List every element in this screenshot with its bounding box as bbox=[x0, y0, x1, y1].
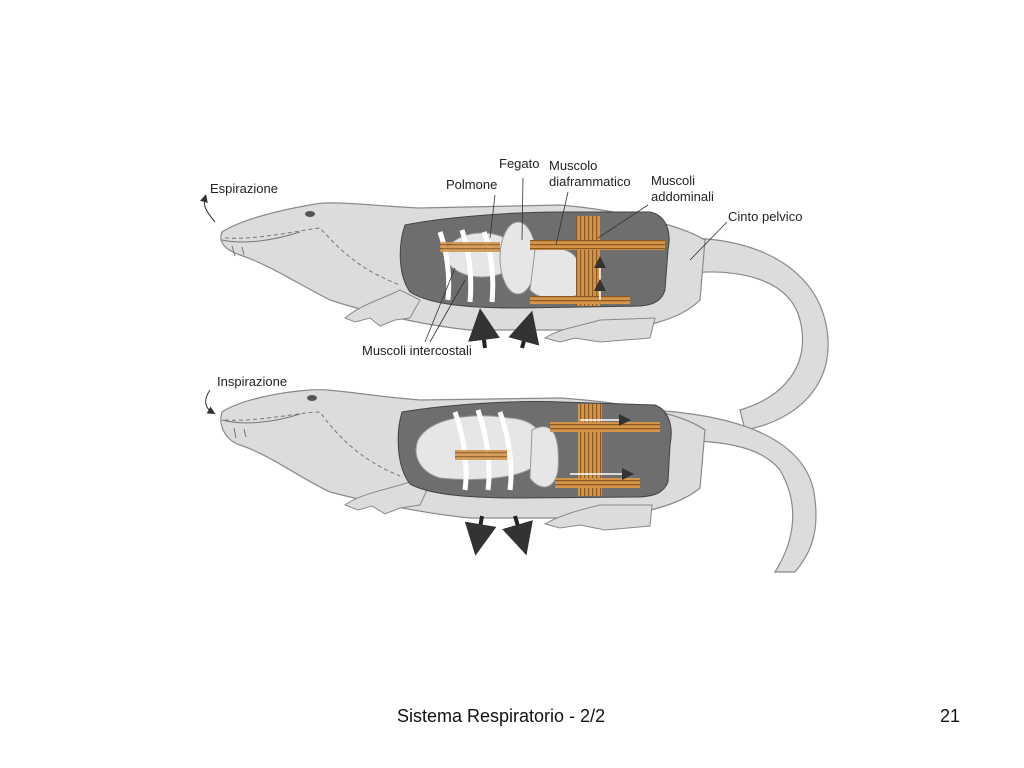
slide-page-number: 21 bbox=[940, 706, 961, 726]
label-muscoli: Muscoli bbox=[651, 173, 696, 188]
label-polmone: Polmone bbox=[446, 177, 498, 192]
inward-arrow-right bbox=[508, 310, 540, 349]
inhale-arrow bbox=[205, 389, 216, 414]
outward-arrow-right bbox=[502, 515, 533, 556]
rear-leg-lower bbox=[543, 504, 653, 531]
slide-footer-title: Sistema Respiratorio - 2/2 bbox=[397, 706, 606, 726]
inward-arrow-left bbox=[468, 308, 500, 349]
crocodile-inhalation bbox=[205, 389, 817, 573]
eye bbox=[305, 211, 315, 217]
crocodile-exhalation bbox=[200, 177, 829, 431]
liver-lower bbox=[529, 426, 559, 488]
eye bbox=[307, 395, 317, 401]
diaphragm-muscle-upper bbox=[576, 216, 600, 306]
rear-leg-upper bbox=[543, 317, 656, 343]
label-cinto-pelvico: Cinto pelvico bbox=[728, 209, 803, 224]
tail-lower bbox=[649, 409, 817, 573]
label-addominali: addominali bbox=[651, 189, 714, 204]
label-muscolo: Muscolo bbox=[549, 158, 598, 173]
lung-lower bbox=[415, 415, 544, 480]
exhale-arrow bbox=[200, 194, 216, 223]
front-leg-upper bbox=[344, 289, 421, 327]
label-inspirazione: Inspirazione bbox=[217, 374, 288, 389]
outward-arrow-left bbox=[464, 515, 497, 556]
label-fegato: Fegato bbox=[499, 156, 540, 171]
front-leg-lower bbox=[343, 481, 429, 515]
label-espirazione: Espirazione bbox=[210, 181, 278, 196]
label-muscoli-intercostali: Muscoli intercostali bbox=[362, 343, 472, 358]
label-diaframmatico: diaframmatico bbox=[549, 174, 631, 189]
